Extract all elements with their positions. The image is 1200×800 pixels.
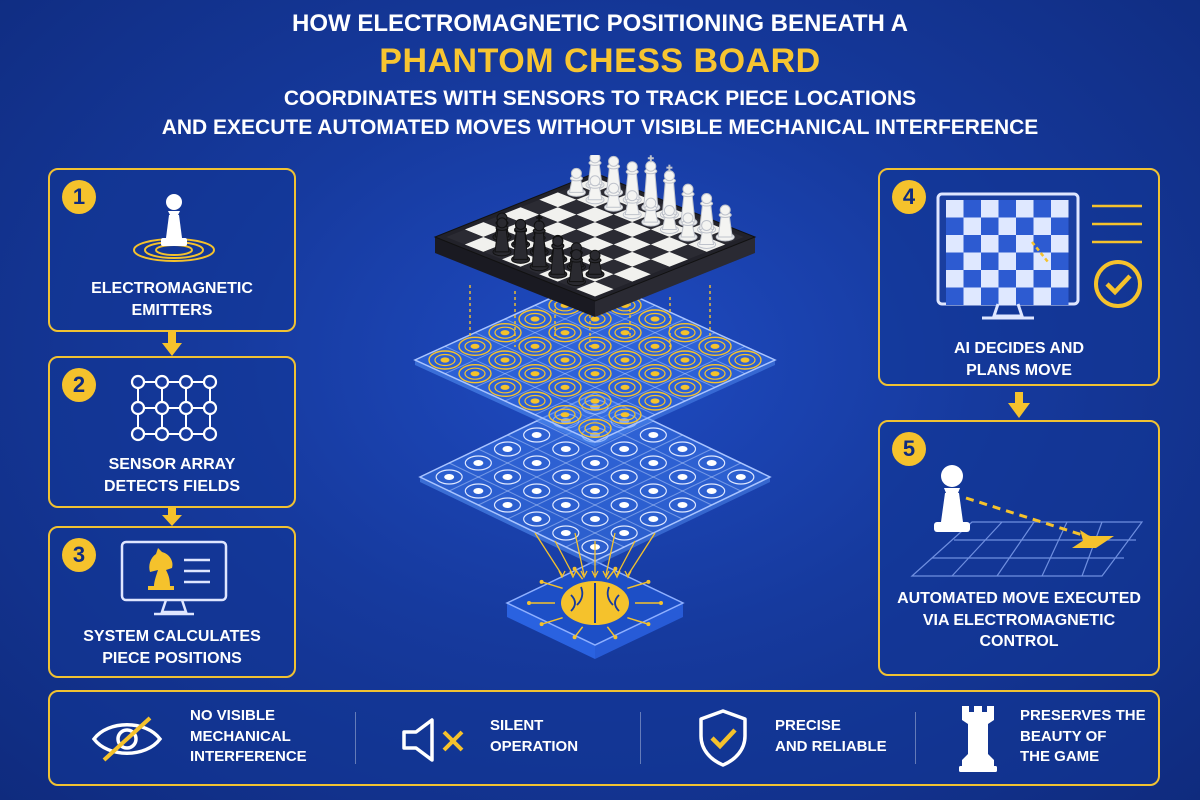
sensor-array-layer [418, 392, 772, 566]
step-2-number: 2 [62, 368, 96, 402]
monitor-knight-icon [120, 540, 228, 616]
shield-check-icon [699, 709, 747, 767]
monitor-checkboard-icon [936, 192, 1142, 320]
title-highlight: PHANTOM CHESS BOARD [379, 41, 821, 80]
feature-silent: SILENT OPERATION [360, 692, 640, 784]
feature-4-label: PRESERVES THE BEAUTY OF THE GAME [1020, 707, 1146, 766]
processor-brain-layer [505, 560, 685, 659]
feature-3-label: PRECISE AND RELIABLE [775, 717, 887, 755]
speaker-muted-icon [402, 718, 464, 762]
feature-divider [355, 712, 356, 764]
feature-beauty: PRESERVES THE BEAUTY OF THE GAME [920, 692, 1160, 784]
feature-precise: PRECISE AND RELIABLE [645, 692, 915, 784]
features-bar: NO VISIBLE MECHANICAL INTERFERENCE SILEN… [48, 690, 1160, 786]
rook-icon [959, 706, 997, 772]
step-5-number: 5 [892, 432, 926, 466]
emitter-layer [413, 277, 777, 447]
arrow-1-2-icon [162, 332, 182, 356]
feature-1-label: NO VISIBLE MECHANICAL INTERFERENCE [190, 707, 307, 766]
eye-crossed-icon [91, 716, 163, 762]
arrow-2-3-icon [162, 508, 182, 526]
title-line-1: HOW ELECTROMAGNETIC POSITIONING BENEATH … [292, 10, 908, 37]
arrow-4-5-icon [1008, 392, 1030, 418]
feature-no-interference: NO VISIBLE MECHANICAL INTERFERENCE [50, 692, 350, 784]
step-3-number: 3 [62, 538, 96, 572]
feature-divider [640, 712, 641, 764]
pawn-move-icon [910, 465, 1144, 577]
feature-2-label: SILENT OPERATION [490, 717, 579, 755]
step-1-label: ELECTROMAGNETIC EMITTERS [91, 280, 253, 319]
step-5-panel: 5 AUTOMATED MOVE EXECUTED VIA ELECTROMAG… [878, 420, 1160, 676]
step-3-label: SYSTEM CALCULATES PIECE POSITIONS [83, 628, 261, 667]
header: HOW ELECTROMAGNETIC POSITIONING BENEATH … [0, 8, 1200, 140]
phantom-board-stack [413, 155, 777, 659]
pawn-waves-icon [133, 194, 215, 262]
step-2-panel: 2 SENSOR ARRAY DETECTS FIELDS [48, 356, 296, 508]
subtitle-line-2: AND EXECUTE AUTOMATED MOVES WITHOUT VISI… [161, 115, 1039, 139]
chess-board [433, 155, 757, 317]
step-1-panel: 1 ELECTROMAGNETIC EMITTERS [48, 168, 296, 332]
step-2-label: SENSOR ARRAY DETECTS FIELDS [103, 456, 240, 495]
step-5-label: AUTOMATED MOVE EXECUTED VIA ELECTROMAGNE… [897, 590, 1141, 651]
sensor-grid-icon [130, 374, 218, 442]
step-4-number: 4 [892, 180, 926, 214]
step-4-label: AI DECIDES AND PLANS MOVE [953, 340, 1085, 379]
step-4-panel: 4 AI DECIDES AND PLANS MOVE [878, 168, 1160, 386]
feature-divider [915, 712, 916, 764]
connector-lines [469, 285, 711, 579]
step-3-panel: 3 SYSTEM CALCULATES PIECE POSITIONS [48, 526, 296, 678]
step-1-number: 1 [62, 180, 96, 214]
subtitle-line-1: COORDINATES WITH SENSORS TO TRACK PIECE … [283, 86, 917, 110]
